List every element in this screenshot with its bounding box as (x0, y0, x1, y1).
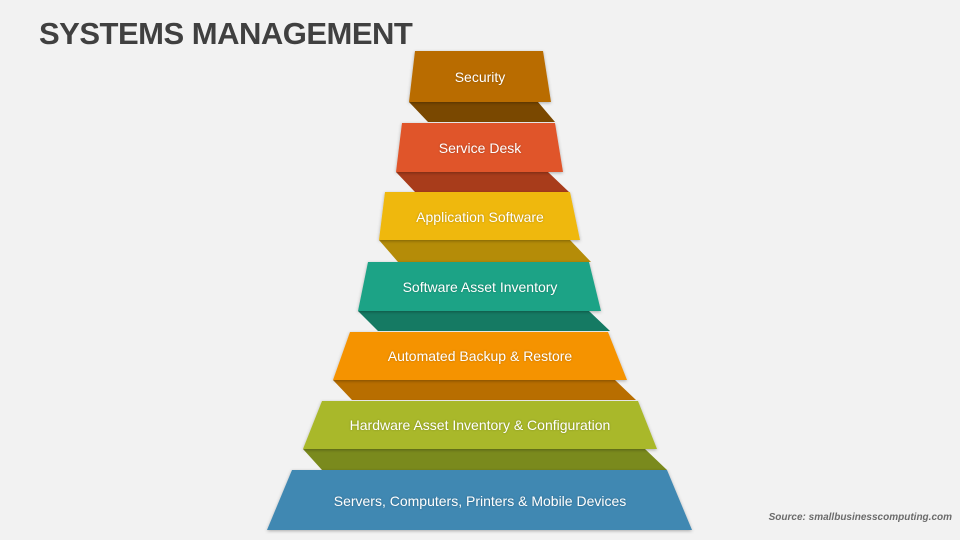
tier-depth-band (409, 102, 555, 122)
pyramid-tier (358, 262, 610, 331)
tier-label: Hardware Asset Inventory & Configuration (349, 417, 611, 433)
tier-label: Software Asset Inventory (402, 279, 558, 295)
tier-label: Servers, Computers, Printers & Mobile De… (333, 493, 627, 509)
pyramid-tier (396, 123, 569, 192)
tier-face (396, 123, 563, 172)
tier-face (379, 192, 580, 240)
tier-label: Automated Backup & Restore (387, 348, 573, 364)
tier-face (333, 332, 627, 380)
slide-title: SYSTEMS MANAGEMENT (39, 16, 413, 51)
tier-depth-band (333, 380, 636, 400)
tier-depth-band (396, 172, 569, 192)
tier-face (358, 262, 601, 311)
tier-depth-band (358, 311, 610, 331)
pyramid-tier (379, 192, 591, 262)
tier-label: Service Desk (438, 140, 522, 156)
tier-depth-band (303, 449, 667, 470)
pyramid-tier (303, 401, 667, 470)
tier-label: Security (454, 69, 506, 85)
tier-face (267, 470, 692, 530)
pyramid-tier (333, 332, 636, 400)
tier-depth-band (379, 240, 591, 262)
tier-face (303, 401, 657, 449)
tier-face (409, 51, 551, 102)
tier-label: Application Software (416, 209, 544, 225)
pyramid-tier (267, 470, 692, 530)
source-citation: Source: smallbusinesscomputing.com (768, 512, 952, 523)
pyramid-tier (409, 51, 555, 122)
